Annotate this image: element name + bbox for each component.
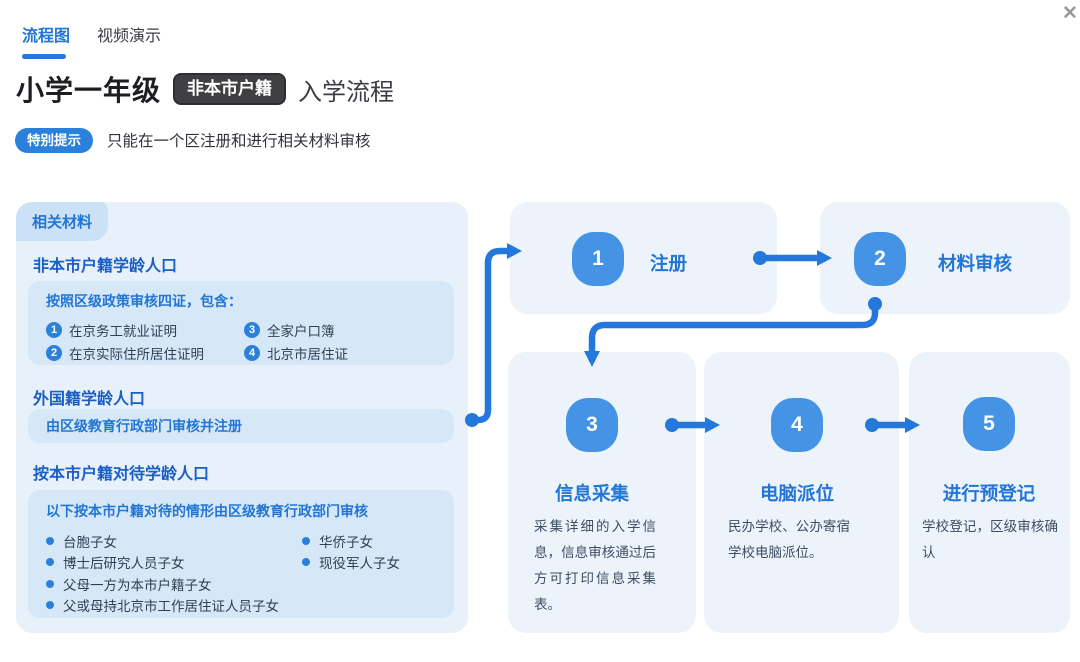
title-grade: 小学一年级 — [16, 75, 162, 106]
bullet-icon — [46, 601, 54, 610]
flow-card-step-1: 1 注册 — [510, 202, 777, 314]
bullet-icon — [46, 558, 54, 567]
num-3-icon: 3 — [244, 321, 260, 338]
step-description: 采集详细的入学信息，信息审核通过后方可打印信息采集表。 — [534, 519, 656, 612]
bullet-label: 现役军人子女 — [319, 556, 400, 572]
num-2-icon: 2 — [46, 344, 62, 361]
cert-text: 在京实际住所居住证明 — [69, 346, 204, 362]
cert-item: 3 全家户口簿 — [244, 318, 436, 341]
step-description: 学校登记，区级审核确认 — [922, 519, 1058, 560]
cert-list: 1 在京务工就业证明 3 全家户口簿 2 在京实际住所居住证明 4 北京市居住证 — [46, 318, 436, 364]
bullet-label: 华侨子女 — [319, 534, 373, 550]
step-title: 信息采集 — [554, 483, 630, 504]
section-heading-foreign: 外国籍学龄人口 — [33, 391, 146, 408]
close-icon[interactable]: ✕ — [1062, 3, 1078, 24]
section-heading-treated-as-resident: 按本市户籍对待学龄人口 — [33, 466, 210, 483]
bullet-icon — [302, 536, 310, 545]
step-title: 电脑派位 — [759, 483, 835, 504]
bullet-icon — [46, 579, 54, 588]
bullet-label: 博士后研究人员子女 — [63, 556, 185, 572]
foreign-box-text: 由区级教育行政部门审核并注册 — [46, 418, 242, 434]
step-number-badge: 3 — [566, 398, 618, 452]
residence-type-badge: 非本市户籍 — [173, 73, 287, 105]
treated-as-resident-box: 以下按本市户籍对待的情形由区级教育行政部门审核 台胞子女 博士后研究人员子女 父… — [28, 490, 454, 618]
cert-box-title: 按照区级政策审核四证，包含： — [46, 293, 242, 309]
treated-bullet-list: 台胞子女 博士后研究人员子女 父母一方为本市户籍子女 父或母持北京市工作居住证人… — [46, 530, 436, 616]
list-item: 华侨子女 — [302, 530, 400, 552]
flow-card-step-5: 5 进行预登记 学校登记，区级审核确认 — [909, 352, 1070, 633]
tab-flowchart[interactable]: 流程图 — [22, 28, 71, 45]
cert-text: 北京市居住证 — [267, 346, 348, 362]
flow-card-step-4: 4 电脑派位 民办学校、公办寄宿学校电脑派位。 — [704, 352, 899, 633]
materials-panel: 相关材料 非本市户籍学龄人口 按照区级政策审核四证，包含： 1 在京务工就业证明… — [16, 202, 468, 633]
step-title: 注册 — [650, 253, 688, 274]
step-description: 民办学校、公办寄宿学校电脑派位。 — [728, 519, 850, 560]
bullet-label: 台胞子女 — [63, 534, 117, 550]
bullet-icon — [302, 558, 310, 567]
bullet-icon — [46, 536, 54, 545]
cert-item: 1 在京务工就业证明 — [46, 318, 244, 341]
bullet-label: 父母一方为本市户籍子女 — [63, 577, 212, 593]
cert-text: 在京务工就业证明 — [69, 323, 177, 339]
list-item: 父或母持北京市工作居住证人员子女 — [46, 595, 302, 617]
foreign-box: 由区级教育行政部门审核并注册 — [28, 409, 454, 443]
materials-tag: 相关材料 — [16, 202, 109, 241]
step-number-badge: 2 — [854, 232, 906, 286]
treated-box-title: 以下按本市户籍对待的情形由区级教育行政部门审核 — [46, 503, 368, 519]
num-4-icon: 4 — [244, 344, 260, 361]
list-item: 台胞子女 — [46, 530, 302, 552]
title-suffix: 入学流程 — [298, 78, 395, 106]
flow-card-step-3: 3 信息采集 采集详细的入学信息，信息审核通过后方可打印信息采集表。 — [508, 352, 696, 633]
cert-item: 2 在京实际住所居住证明 — [46, 341, 244, 364]
list-item: 父母一方为本市户籍子女 — [46, 573, 302, 595]
tab-video-demo[interactable]: 视频演示 — [97, 28, 162, 45]
num-1-icon: 1 — [46, 321, 62, 338]
tip-badge: 特别提示 — [15, 127, 93, 153]
step-title: 进行预登记 — [942, 483, 1036, 504]
cert-box: 按照区级政策审核四证，包含： 1 在京务工就业证明 3 全家户口簿 2 在京实际… — [28, 281, 454, 365]
cert-item: 4 北京市居住证 — [244, 341, 436, 364]
list-item: 博士后研究人员子女 — [46, 552, 302, 574]
step-number-badge: 1 — [572, 232, 624, 286]
special-tip: 特别提示 只能在一个区注册和进行相关材料审核 — [15, 127, 371, 153]
step-number-badge: 4 — [771, 398, 823, 452]
step-title: 材料审核 — [938, 253, 1013, 274]
flow-card-step-2: 2 材料审核 — [820, 202, 1070, 314]
section-heading-non-resident: 非本市户籍学龄人口 — [33, 258, 178, 275]
bullet-label: 父或母持北京市工作居住证人员子女 — [63, 599, 279, 615]
list-item: 现役军人子女 — [302, 552, 400, 574]
cert-text: 全家户口簿 — [267, 323, 335, 339]
active-tab-indicator — [22, 54, 66, 59]
page-title: 小学一年级 非本市户籍 入学流程 — [16, 72, 394, 106]
step-number-badge: 5 — [963, 397, 1015, 451]
tip-text: 只能在一个区注册和进行相关材料审核 — [107, 133, 371, 150]
